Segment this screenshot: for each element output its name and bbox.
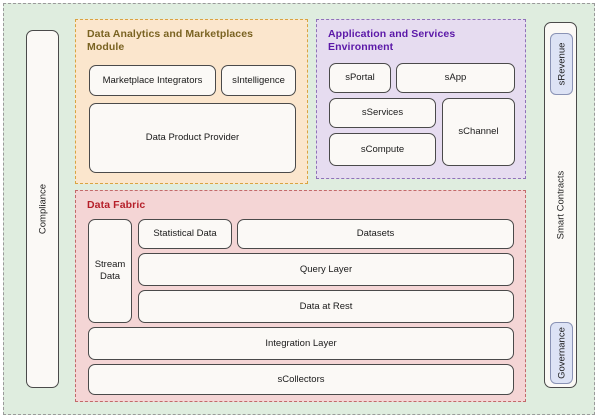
group-title-application-services: Application and Services Environment <box>328 28 456 53</box>
node-query-layer-label: Query Layer <box>299 263 353 275</box>
smart-contracts-rail-label: Smart Contracts <box>555 170 566 240</box>
platform-container: Compliance Smart Contracts sRevenue Gove… <box>3 3 595 415</box>
chip-governance-label: Governance <box>556 327 567 379</box>
node-stream-data-label: Stream Data <box>94 259 126 282</box>
node-scompute-label: sCompute <box>360 143 405 155</box>
chip-srevenue-label: sRevenue <box>556 42 567 86</box>
group-title-data-analytics: Data Analytics and Marketplaces Module <box>87 28 254 53</box>
node-data-product-provider-label: Data Product Provider <box>145 132 240 144</box>
node-sapp-label: sApp <box>444 72 467 84</box>
node-scollectors-label: sCollectors <box>277 373 325 385</box>
group-data-analytics-marketplaces[interactable]: Data Analytics and Marketplaces Module M… <box>75 19 308 184</box>
node-datasets[interactable]: Datasets <box>237 219 514 249</box>
compliance-rail[interactable]: Compliance <box>26 30 59 388</box>
node-stream-data[interactable]: Stream Data <box>88 219 132 323</box>
node-scompute[interactable]: sCompute <box>329 133 436 166</box>
smart-contracts-rail[interactable]: Smart Contracts sRevenue Governance <box>544 22 577 388</box>
node-schannel-label: sChannel <box>458 126 499 138</box>
node-sapp[interactable]: sApp <box>396 63 515 93</box>
node-scollectors[interactable]: sCollectors <box>88 364 514 395</box>
node-data-at-rest[interactable]: Data at Rest <box>138 290 514 323</box>
chip-srevenue[interactable]: sRevenue <box>550 33 573 95</box>
node-marketplace-integrators-label: Marketplace Integrators <box>102 74 203 86</box>
node-sportal[interactable]: sPortal <box>329 63 391 93</box>
node-data-product-provider[interactable]: Data Product Provider <box>89 103 296 173</box>
node-sintelligence-label: sIntelligence <box>232 74 285 86</box>
node-sportal-label: sPortal <box>345 72 375 84</box>
group-application-services-environment[interactable]: Application and Services Environment sPo… <box>316 19 526 179</box>
node-integration-layer[interactable]: Integration Layer <box>88 327 514 360</box>
node-integration-layer-label: Integration Layer <box>265 337 337 349</box>
node-sintelligence[interactable]: sIntelligence <box>221 65 296 96</box>
group-data-fabric[interactable]: Data Fabric Stream Data Statistical Data… <box>75 190 526 402</box>
node-datasets-label: Datasets <box>356 228 395 240</box>
node-statistical-data[interactable]: Statistical Data <box>138 219 232 249</box>
chip-governance[interactable]: Governance <box>550 322 573 384</box>
node-schannel[interactable]: sChannel <box>442 98 515 166</box>
node-sservices[interactable]: sServices <box>329 98 436 128</box>
node-data-at-rest-label: Data at Rest <box>299 300 353 312</box>
node-marketplace-integrators[interactable]: Marketplace Integrators <box>89 65 216 96</box>
node-query-layer[interactable]: Query Layer <box>138 253 514 286</box>
node-sservices-label: sServices <box>361 107 404 119</box>
compliance-rail-label: Compliance <box>37 183 48 235</box>
node-statistical-data-label: Statistical Data <box>153 228 217 240</box>
group-title-data-fabric: Data Fabric <box>87 199 146 211</box>
